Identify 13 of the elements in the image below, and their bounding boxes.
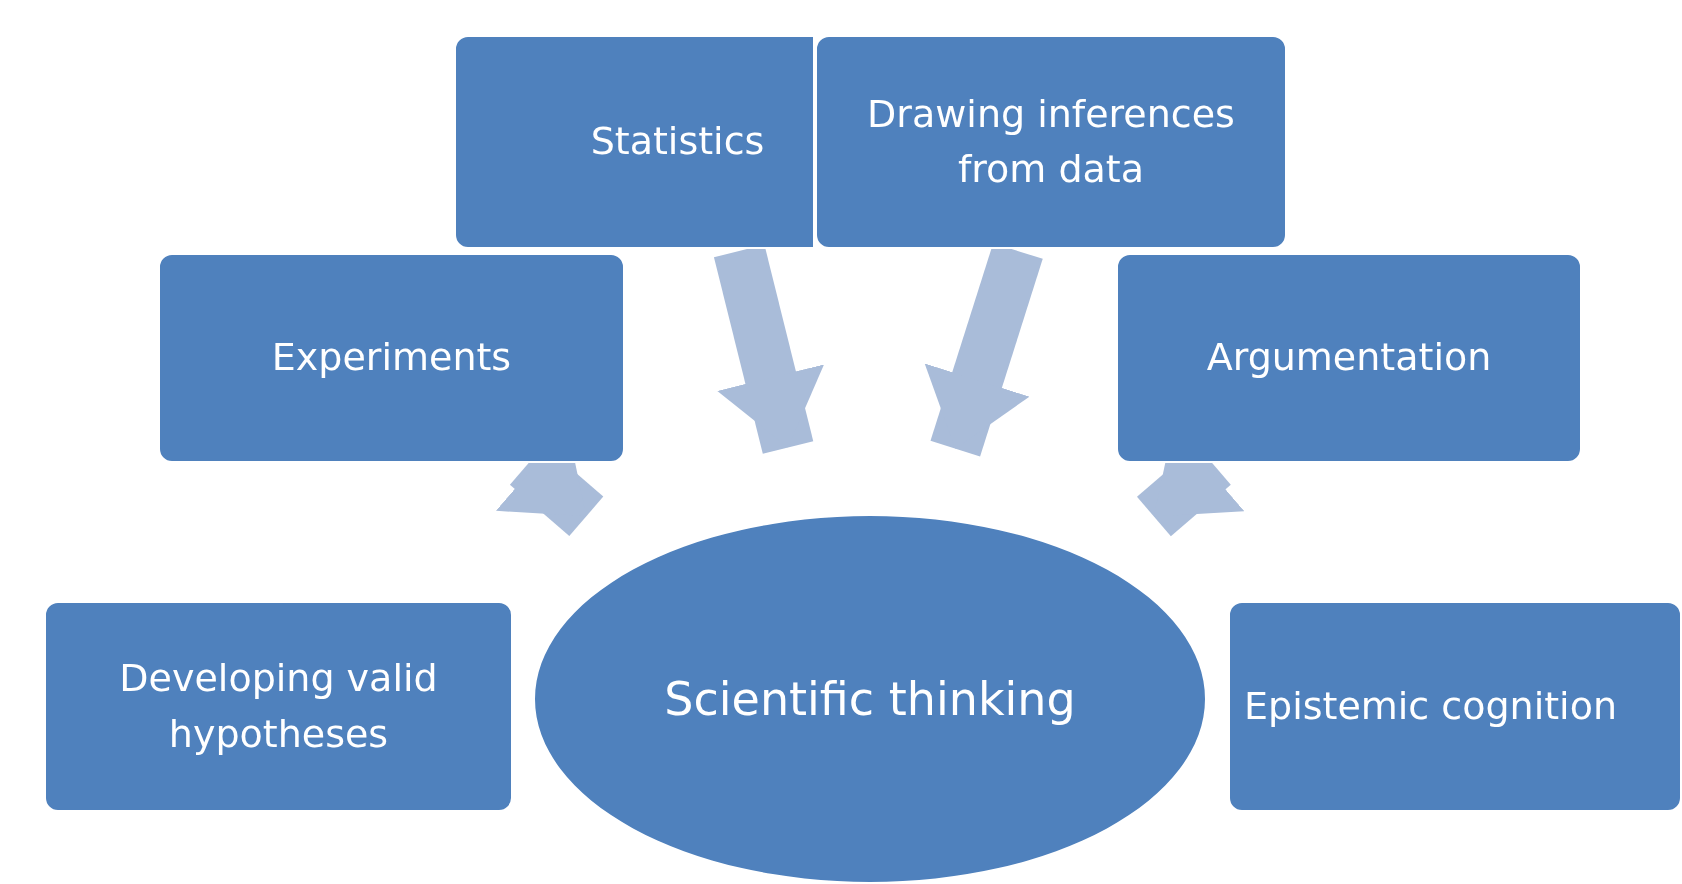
- node-label: Drawing inferences from data: [866, 90, 1236, 193]
- node-label: Epistemic cognition: [1244, 682, 1617, 730]
- rounded-box: [1228, 601, 1682, 812]
- rounded-box: [1116, 253, 1582, 463]
- rounded-box: [44, 601, 513, 812]
- node-label: Statistics: [590, 118, 765, 166]
- node-label: Argumentation: [1206, 334, 1492, 382]
- rounded-box: [454, 35, 815, 249]
- node-label: Scientific thinking: [664, 670, 1076, 728]
- node-label: Developing valid hypotheses: [118, 655, 439, 758]
- node-label: Experiments: [271, 334, 512, 382]
- rounded-box: [815, 35, 1287, 249]
- rounded-box: [158, 253, 625, 463]
